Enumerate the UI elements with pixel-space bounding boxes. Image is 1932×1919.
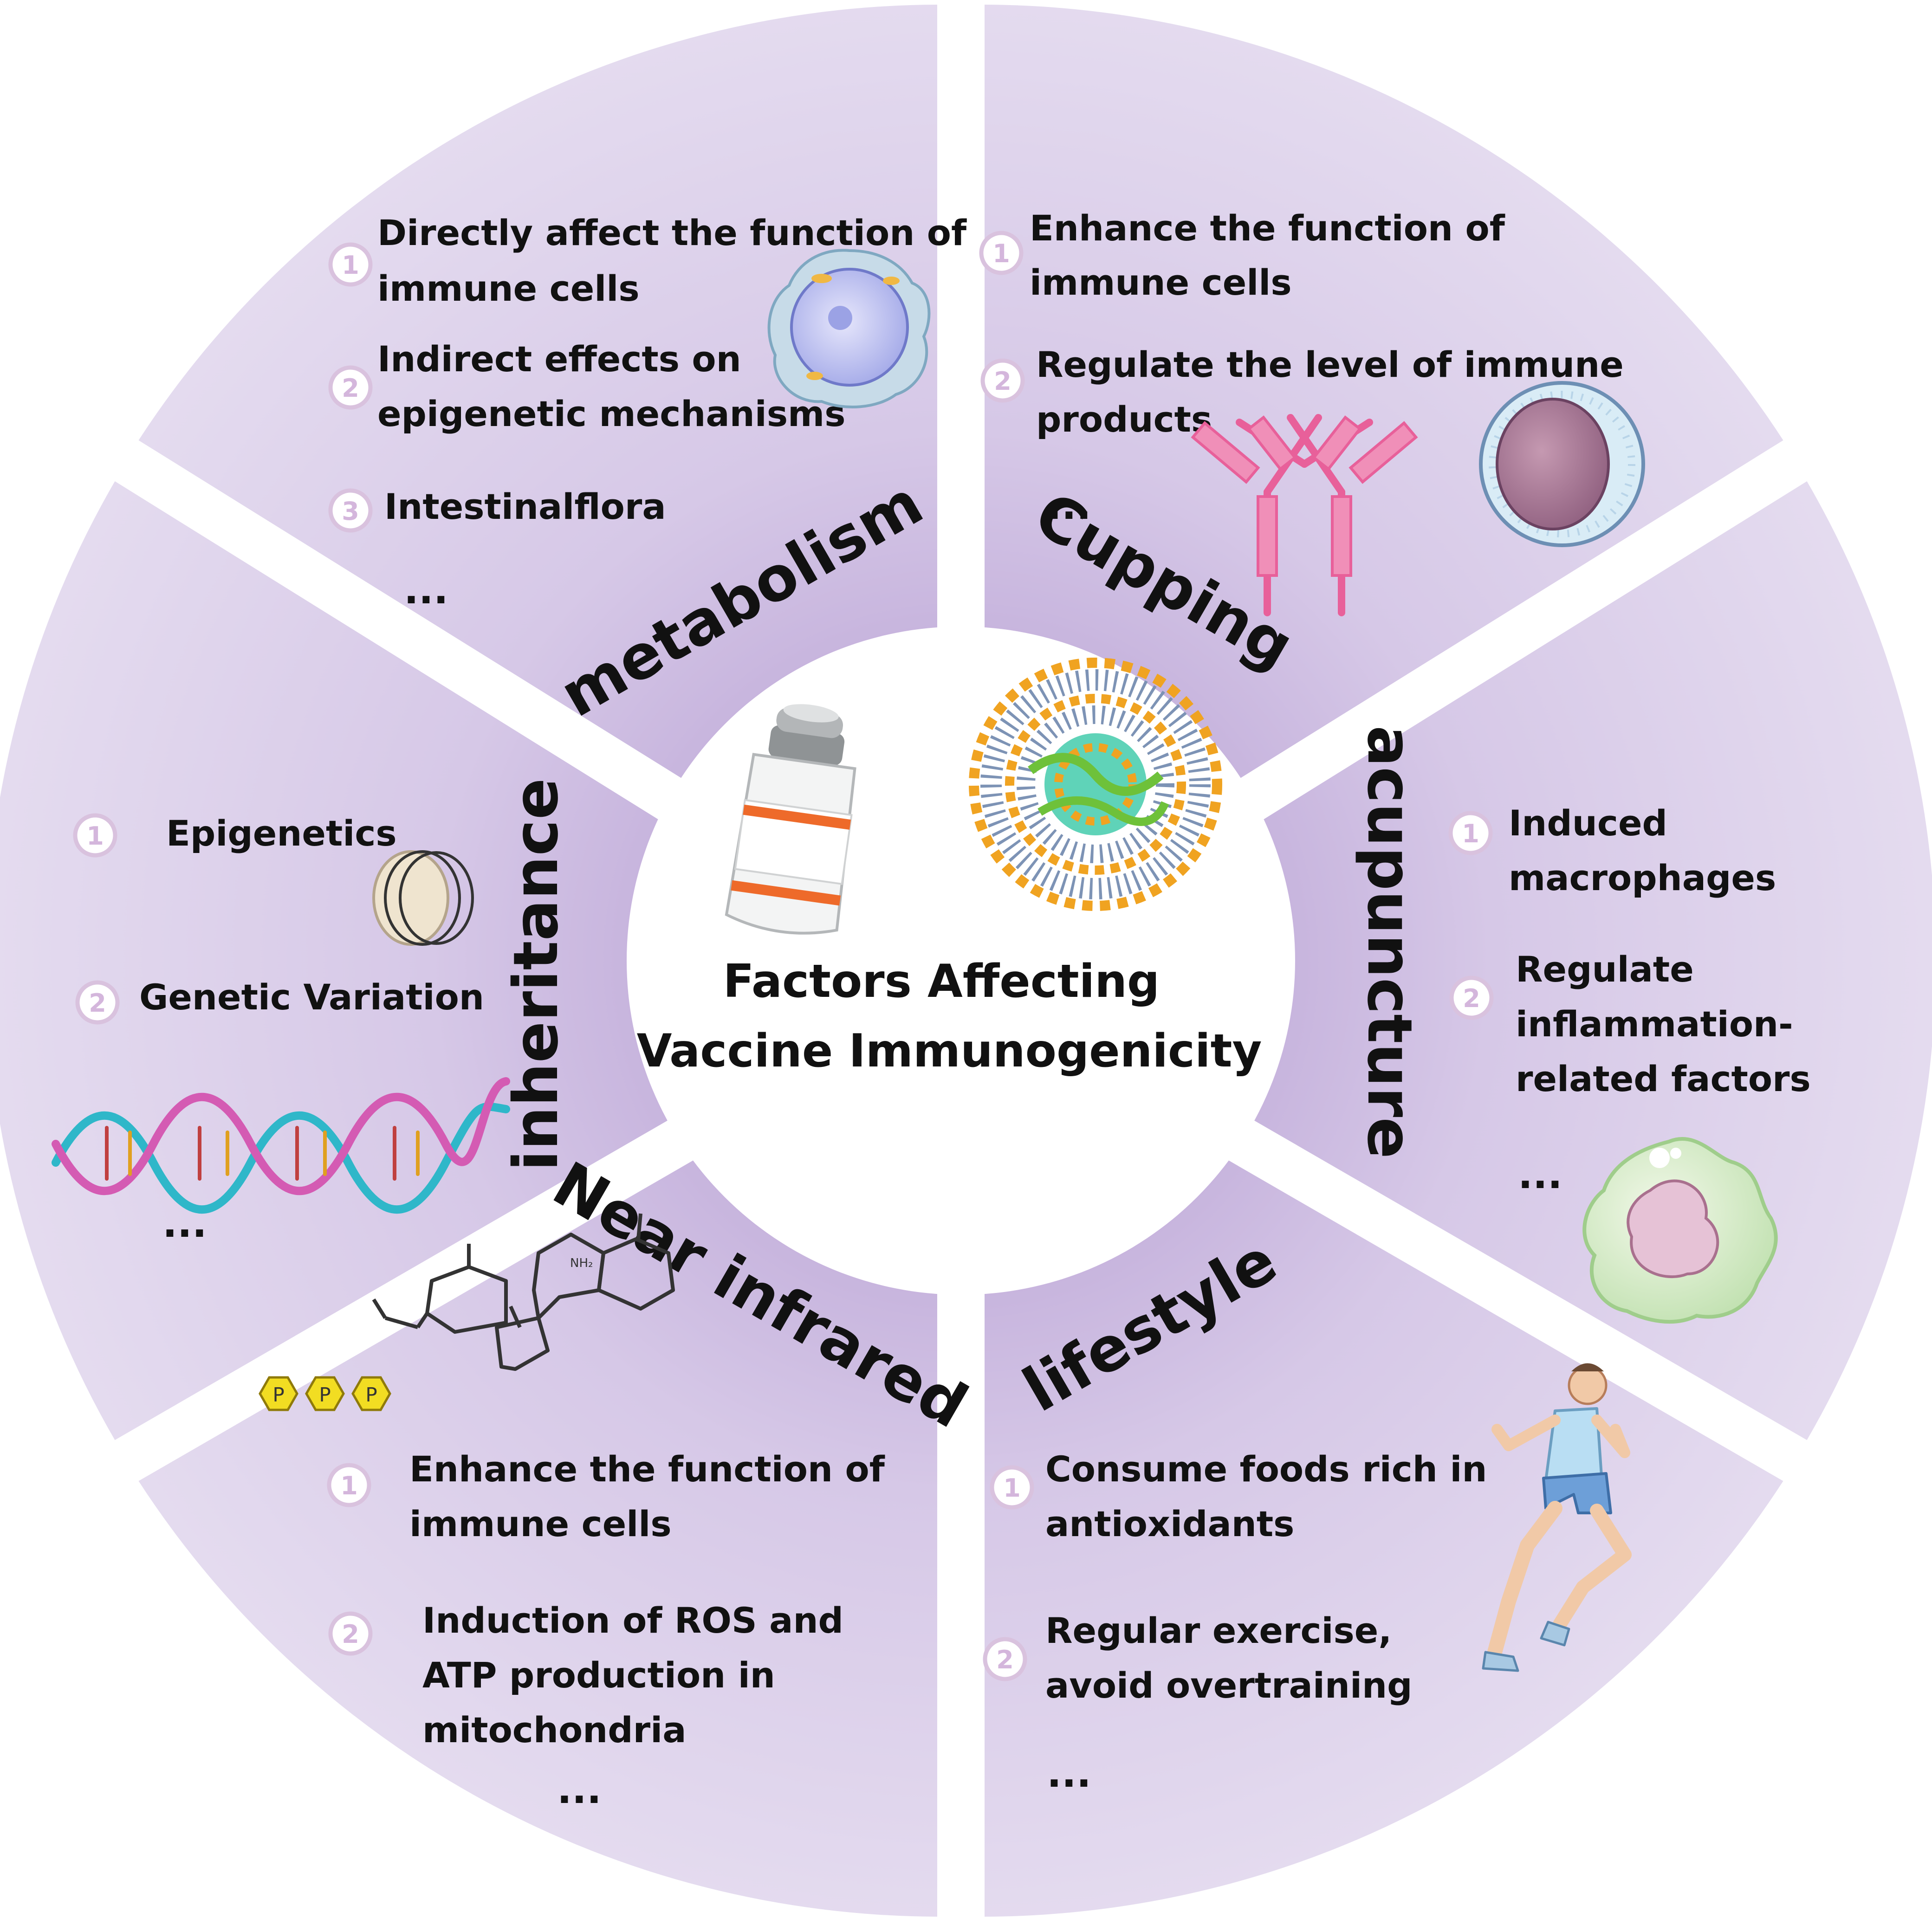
metabolism-badge-3: 3 bbox=[328, 488, 373, 533]
acupuncture-badge-1: 1 bbox=[1448, 811, 1493, 855]
svg-text:1: 1 bbox=[1003, 1473, 1021, 1503]
svg-text:2: 2 bbox=[342, 374, 359, 403]
svg-text:2: 2 bbox=[1463, 984, 1480, 1013]
lifestyle-item-1: Consume foods rich in antioxidants bbox=[1045, 1448, 1499, 1544]
acupuncture-item-2: Regulate inflammation- related factors bbox=[1516, 949, 1811, 1099]
center-title-line-2: Vaccine Immunogenicity bbox=[637, 1025, 1262, 1078]
center-title-line-1: Factors Affecting bbox=[723, 955, 1160, 1008]
svg-text:P: P bbox=[365, 1383, 377, 1406]
segments-group bbox=[0, 5, 1932, 1917]
near-infrared-badge-2: 2 bbox=[328, 1611, 373, 1656]
dna-helix-icon bbox=[52, 1077, 510, 1214]
cupping-ellipsis: ... bbox=[1047, 483, 1091, 528]
svg-text:2: 2 bbox=[89, 989, 106, 1018]
lymphocyte-icon bbox=[1479, 381, 1645, 547]
lifestyle-ellipsis: ... bbox=[1047, 1751, 1091, 1796]
runner-icon bbox=[1482, 1363, 1632, 1672]
near-infrared-item-1: Enhance the function of immune cells bbox=[409, 1448, 897, 1544]
inheritance-badge-1: 1 bbox=[73, 813, 117, 858]
molecule-icon bbox=[372, 1213, 675, 1371]
metabolism-item-2: Indirect effects on epigenetic mechanism… bbox=[377, 338, 845, 434]
inheritance-item-1: Epigenetics bbox=[166, 813, 397, 854]
inheritance-item-2: Genetic Variation bbox=[139, 976, 484, 1018]
acupuncture-label: acupuncture bbox=[1354, 725, 1425, 1159]
svg-text:2: 2 bbox=[342, 1620, 359, 1649]
antibody-icon bbox=[1191, 414, 1418, 616]
svg-text:1: 1 bbox=[342, 251, 359, 280]
svg-text:1: 1 bbox=[992, 239, 1010, 268]
center-title: Factors Affecting Vaccine Immunogenicity bbox=[637, 955, 1262, 1078]
acupuncture-badge-2: 2 bbox=[1449, 976, 1494, 1020]
nucleosome-icon bbox=[372, 850, 474, 946]
cupping-badge-1: 1 bbox=[979, 231, 1024, 275]
macrophage-icon bbox=[1582, 1137, 1778, 1324]
svg-text:1: 1 bbox=[1462, 819, 1479, 848]
svg-text:1: 1 bbox=[86, 821, 104, 851]
inheritance-label: inheritance bbox=[500, 778, 572, 1171]
inheritance-badge-2: 2 bbox=[75, 980, 120, 1025]
cupping-badge-2: 2 bbox=[980, 358, 1025, 403]
cupping-item-2: Regulate the level of immune products bbox=[1036, 344, 1636, 440]
metabolism-badge-1: 1 bbox=[328, 242, 373, 287]
segment-near-infrared bbox=[138, 1019, 937, 1917]
vaccine-vial-icon bbox=[725, 704, 856, 935]
svg-text:P: P bbox=[319, 1383, 331, 1406]
svg-text:2: 2 bbox=[994, 367, 1011, 396]
molecule-amine-label: NH₂ bbox=[570, 1256, 593, 1270]
nanoparticle-icon bbox=[969, 658, 1222, 911]
svg-text:3: 3 bbox=[342, 497, 359, 526]
metabolism-item-3: Intestinalflora bbox=[384, 486, 666, 527]
svg-text:P: P bbox=[272, 1383, 284, 1406]
lifestyle-badge-2: 2 bbox=[983, 1637, 1027, 1681]
acupuncture-item-1: Induced macrophages bbox=[1509, 802, 1776, 898]
acupuncture-ellipsis: ... bbox=[1518, 1152, 1562, 1197]
lifestyle-item-2: Regular exercise, avoid overtraining bbox=[1045, 1610, 1413, 1706]
segment-lifestyle bbox=[985, 1019, 1783, 1917]
svg-text:1: 1 bbox=[340, 1471, 358, 1500]
near-infrared-badge-1: 1 bbox=[327, 1463, 371, 1507]
metabolism-badge-2: 2 bbox=[328, 365, 373, 410]
metabolism-item-1: Directly affect the function of immune c… bbox=[377, 212, 979, 309]
immune-cell-icon bbox=[767, 249, 931, 408]
near-infrared-ellipsis: ... bbox=[557, 1767, 602, 1812]
phosphate-chain-icon: P P P bbox=[259, 1376, 391, 1411]
metabolism-ellipsis: ... bbox=[404, 567, 448, 613]
svg-text:2: 2 bbox=[996, 1645, 1014, 1674]
near-infrared-item-2: Induction of ROS and ATP production in m… bbox=[422, 1600, 856, 1751]
lifestyle-badge-1: 1 bbox=[990, 1465, 1034, 1510]
segment-metabolism bbox=[138, 5, 937, 937]
cupping-item-1: Enhance the function of immune cells bbox=[1030, 207, 1517, 303]
